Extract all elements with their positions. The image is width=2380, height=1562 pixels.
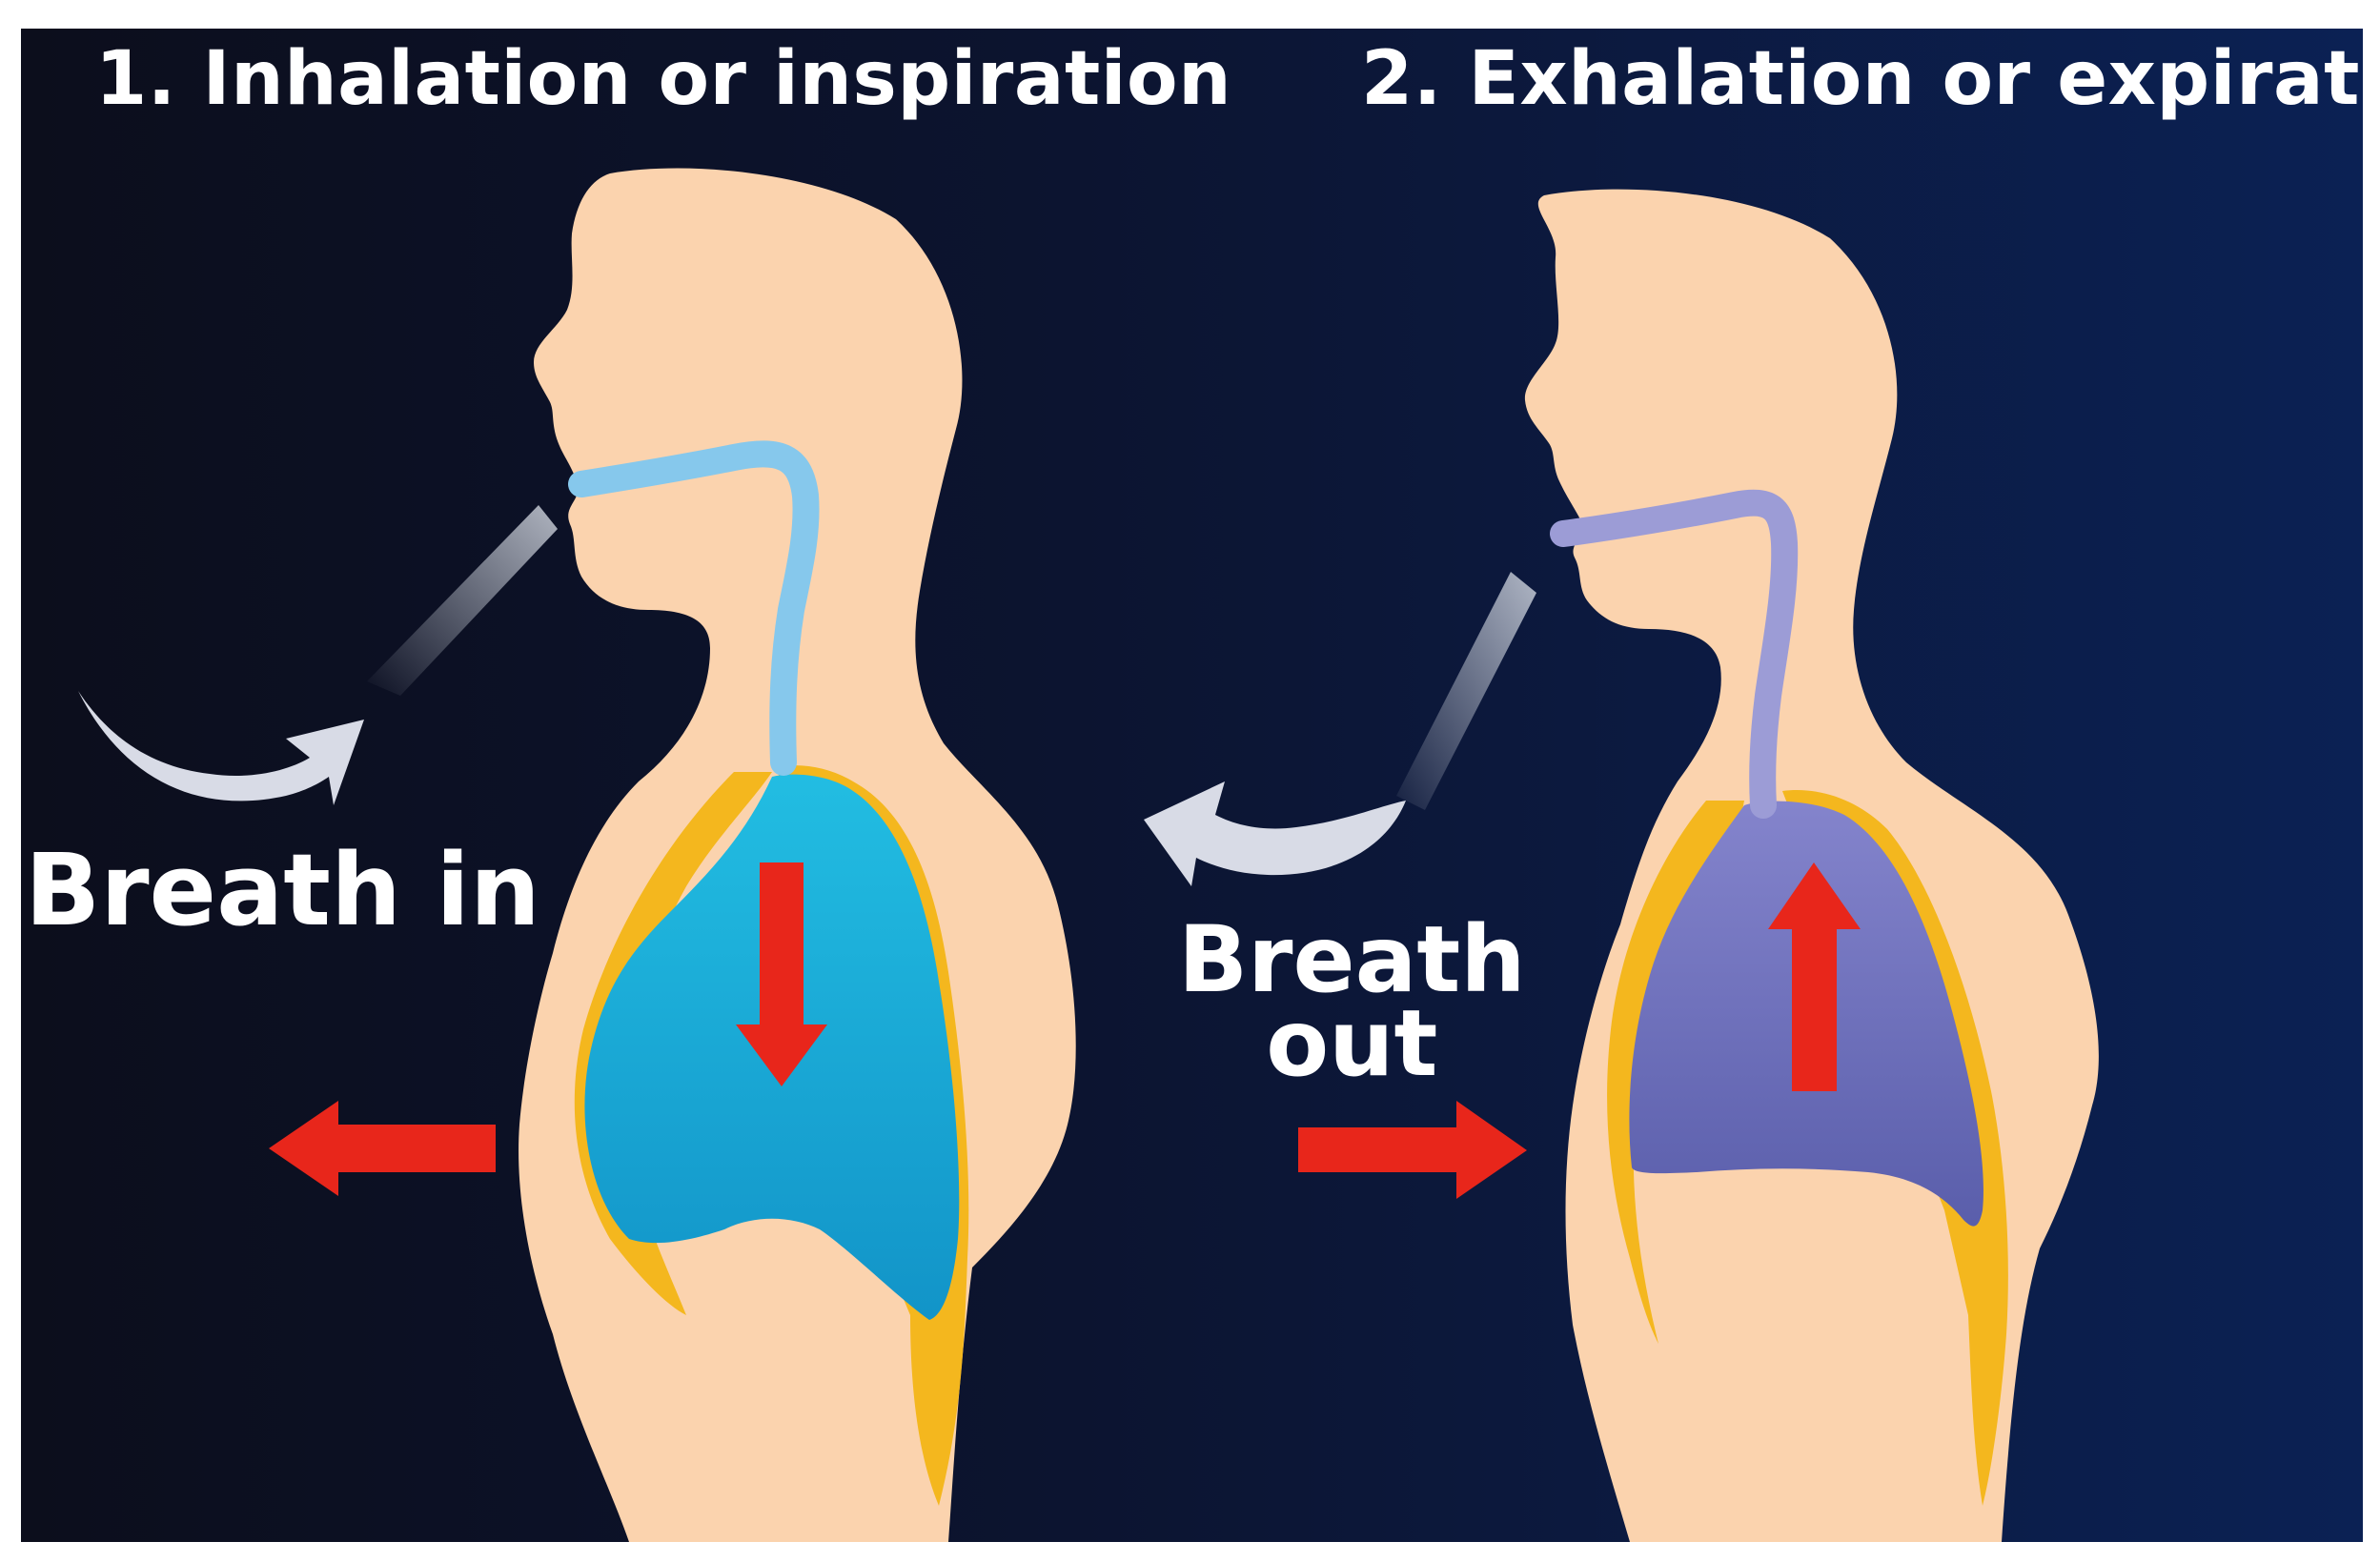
curved-arrow-icon xyxy=(78,691,364,805)
curved-arrow-icon xyxy=(1144,781,1406,886)
inhalation-figure xyxy=(78,168,1076,1542)
arrow-left-icon xyxy=(269,1101,496,1196)
breath-out-label: Breath out xyxy=(1178,906,1526,1097)
breath-in-label: Breath in xyxy=(25,832,540,948)
arrow-right-icon xyxy=(1298,1101,1527,1199)
breath-mist-right xyxy=(1396,572,1536,810)
heading-inhalation: 1. Inhalation or inspiration xyxy=(95,36,1232,122)
heading-exhalation: 2. Exhalation or expiration xyxy=(1361,36,2380,122)
exhalation-figure xyxy=(1144,189,2099,1542)
breath-out-line1: Breath xyxy=(1178,906,1526,1013)
arrow-up-icon xyxy=(1768,862,1861,1091)
arrow-down-icon xyxy=(736,862,827,1086)
breath-out-line2: out xyxy=(1266,990,1438,1097)
airway-right xyxy=(1550,489,1799,819)
breath-mist-left xyxy=(367,505,558,696)
airway-left xyxy=(568,440,820,776)
